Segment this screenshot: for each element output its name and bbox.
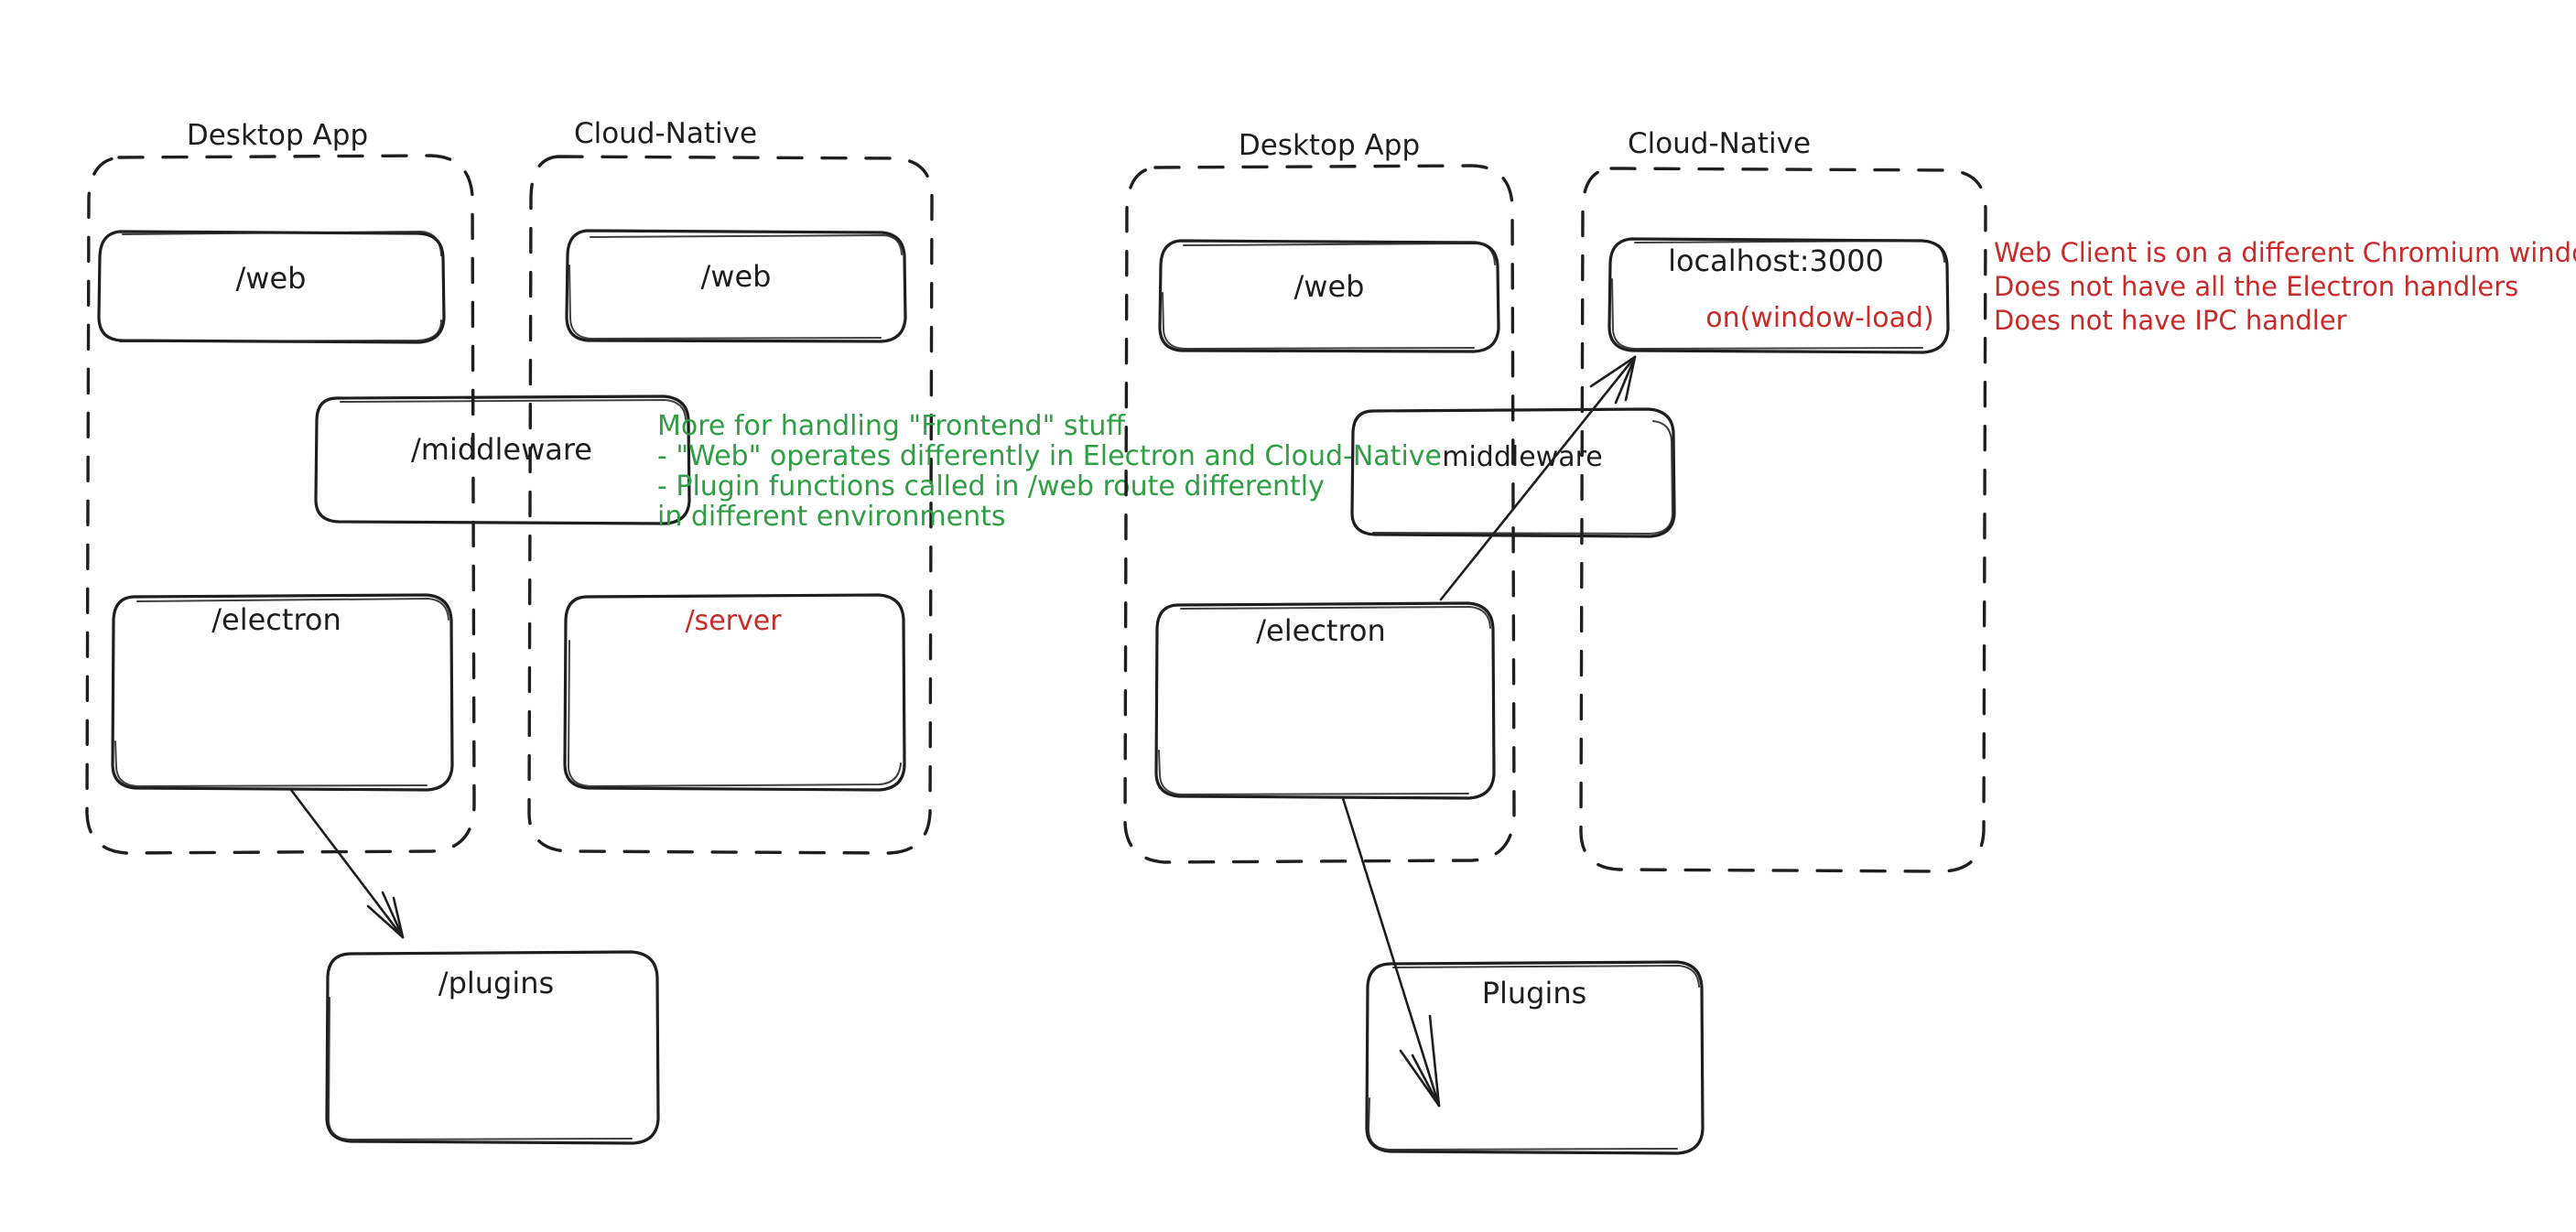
- left-electron-to-plugins-arrow: [289, 788, 405, 939]
- right-desktop-web-box: [1158, 239, 1500, 353]
- left-desktop-web-box: [97, 230, 446, 344]
- right-cloud-native-container: [1579, 167, 1987, 873]
- left-middleware-box: [314, 394, 691, 525]
- right-plugins-box: [1365, 960, 1705, 1155]
- right-desktop-app-title: Desktop App: [1239, 129, 1420, 162]
- red-annotation-note: Web Client is on a different Chromium wi…: [1994, 237, 2576, 336]
- left-middleware-label: /middleware: [411, 432, 592, 467]
- left-cloud-native-container: [527, 155, 934, 855]
- left-server-box: [563, 593, 906, 792]
- left-cloud-web-label: /web: [701, 259, 772, 294]
- left-desktop-app-title: Desktop App: [187, 119, 368, 152]
- right-electron-to-localhost-arrow: [1439, 355, 1637, 601]
- red-note-line-3: Does not have IPC handler: [1994, 305, 2347, 336]
- green-note-line-3: - Plugin functions called in /web route …: [657, 470, 1325, 503]
- right-middleware-box: [1350, 407, 1676, 538]
- right-localhost-sublabel: on(window-load): [1705, 302, 1934, 334]
- right-plugins-label: Plugins: [1482, 976, 1587, 1010]
- left-cloud-native-title: Cloud-Native: [574, 117, 757, 150]
- green-note-line-1: More for handling "Frontend" stuff: [657, 410, 1126, 442]
- left-plugins-box: [325, 950, 660, 1145]
- left-desktop-web-label: /web: [236, 261, 307, 296]
- right-localhost-label: localhost:3000: [1668, 243, 1884, 278]
- right-localhost-box: [1607, 237, 1950, 354]
- red-note-line-2: Does not have all the Electron handlers: [1994, 271, 2518, 302]
- right-cloud-native-title: Cloud-Native: [1628, 127, 1811, 160]
- right-desktop-app-container: [1123, 164, 1516, 864]
- green-note-line-2: - "Web" operates differently in Electron…: [657, 440, 1442, 472]
- right-electron-label: /electron: [1256, 613, 1386, 648]
- left-desktop-app-container: [85, 154, 476, 855]
- left-cloud-web-box: [565, 229, 907, 343]
- right-desktop-web-label: /web: [1294, 269, 1365, 304]
- left-server-label: /server: [685, 605, 782, 637]
- left-plugins-label: /plugins: [438, 966, 554, 1000]
- left-electron-box: [111, 593, 454, 792]
- right-middleware-label: middleware: [1442, 441, 1603, 473]
- left-electron-label: /electron: [211, 602, 341, 637]
- right-electron-box: [1154, 601, 1496, 800]
- right-electron-to-plugins-arrow: [1341, 796, 1441, 1108]
- green-note-line-4: in different environments: [657, 501, 1006, 533]
- green-annotation-note: More for handling "Frontend" stuff - "We…: [657, 410, 1442, 533]
- red-note-line-1: Web Client is on a different Chromium wi…: [1994, 237, 2576, 268]
